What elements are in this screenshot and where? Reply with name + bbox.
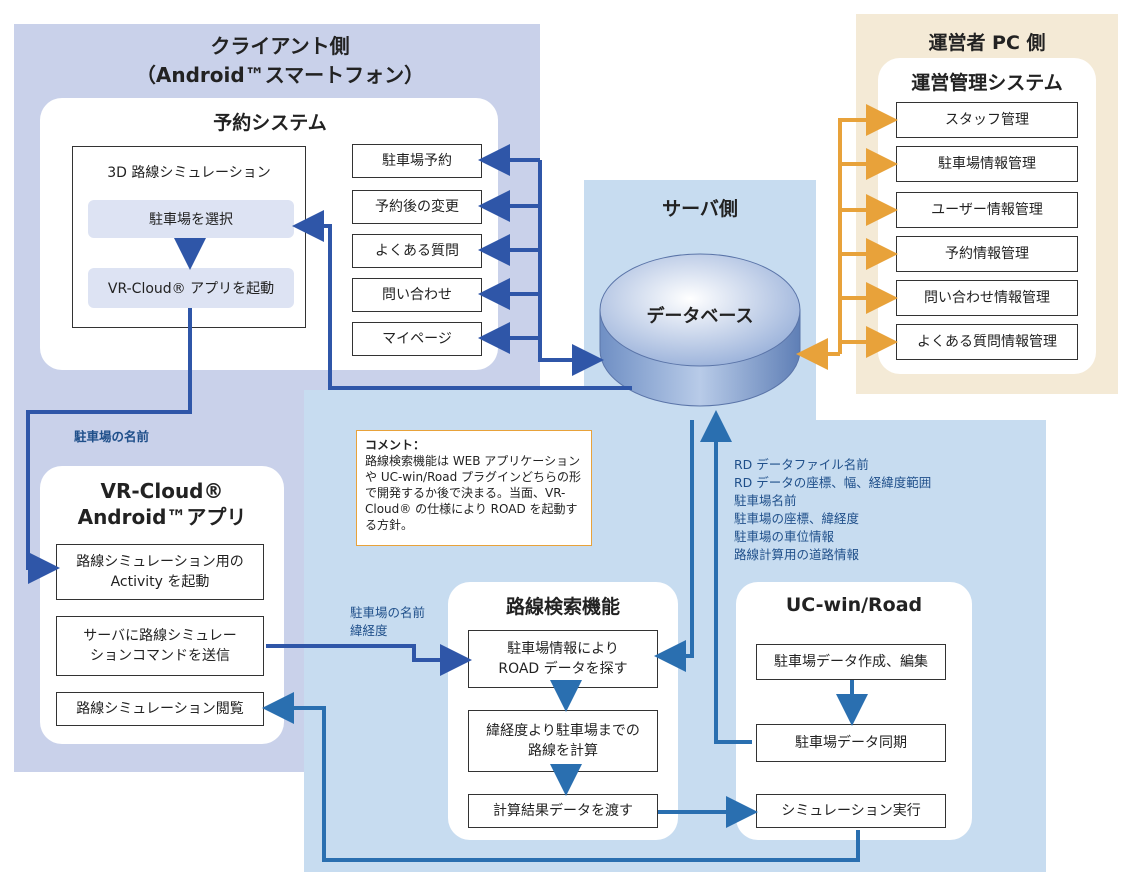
pass-result-box: 計算結果データを渡す — [468, 794, 658, 828]
arrow-db-to-select — [292, 210, 632, 390]
send-labels: 駐車場の名前 緯経度 — [350, 605, 426, 638]
reservation-title: 予約システム — [213, 112, 327, 134]
op-parking-info: 駐車場情報管理 — [896, 146, 1078, 182]
menu-mypage: マイページ — [352, 322, 482, 356]
arrow-launch-to-activity — [26, 308, 192, 584]
route-search-title: 路線検索機能 — [505, 596, 620, 618]
send-command-box: サーバに路線シミュレー ションコマンドを送信 — [56, 616, 264, 676]
sync-parking-data-box: 駐車場データ同期 — [756, 724, 946, 762]
menu-bus-line — [538, 160, 604, 376]
calculate-route-box: 緯経度より駐車場までの 路線を計算 — [468, 710, 658, 772]
database-label: データベース — [646, 306, 754, 327]
op-faq-info: よくある質問情報管理 — [896, 324, 1078, 360]
arrow-run-to-view — [262, 692, 860, 862]
comment-title: コメント： — [365, 438, 426, 452]
op-staff: スタッフ管理 — [896, 102, 1078, 138]
run-simulation-box: シミュレーション実行 — [756, 794, 946, 828]
op-user-info: ユーザー情報管理 — [896, 192, 1078, 228]
menu-inquiry: 問い合わせ — [352, 278, 482, 312]
database-cylinder — [599, 253, 801, 407]
parking-name-label: 駐車場の名前 — [74, 429, 150, 444]
menu-parking-reservation: 駐車場予約 — [352, 144, 482, 178]
operator-system-title: 運営管理システム — [911, 72, 1063, 94]
select-parking-step: 駐車場を選択 — [88, 200, 294, 238]
arrow-db-to-route — [654, 420, 694, 672]
ucwin-title: UC-win/Road — [785, 594, 923, 616]
activity-box: 路線シミュレーション用の Activity を起動 — [56, 544, 264, 600]
comment-body: 路線検索機能は WEB アプリケーションや UC-win/Road プラグインど… — [365, 454, 582, 532]
arrow-send-to-route — [266, 644, 472, 676]
data-labels: RD データファイル名前 RD データの座標、幅、経緯度範囲 駐車場名前 駐車場… — [734, 457, 932, 562]
view-simulation-box: 路線シミュレーション閲覧 — [56, 692, 264, 726]
arrow-sync-to-db — [700, 410, 752, 744]
sim-title: 3D 路線シミュレーション — [107, 165, 271, 181]
menu-faq: よくある質問 — [352, 234, 482, 268]
launch-app-step: VR-Cloud® アプリを起動 — [88, 268, 294, 308]
client-title: クライアント側 （Android™スマートフォン） — [135, 34, 425, 87]
op-reservation-info: 予約情報管理 — [896, 236, 1078, 272]
server-title: サーバ側 — [662, 198, 738, 220]
comment-box: コメント： 路線検索機能は WEB アプリケーションや UC-win/Road … — [356, 430, 592, 546]
op-inquiry-info: 問い合わせ情報管理 — [896, 280, 1078, 316]
operator-title: 運営者 PC 側 — [928, 32, 1046, 54]
vrcloud-title: VR-Cloud® Android™アプリ — [77, 479, 247, 529]
create-parking-data-box: 駐車場データ作成、編集 — [756, 644, 946, 680]
find-road-data-box: 駐車場情報により ROAD データを探す — [468, 630, 658, 688]
